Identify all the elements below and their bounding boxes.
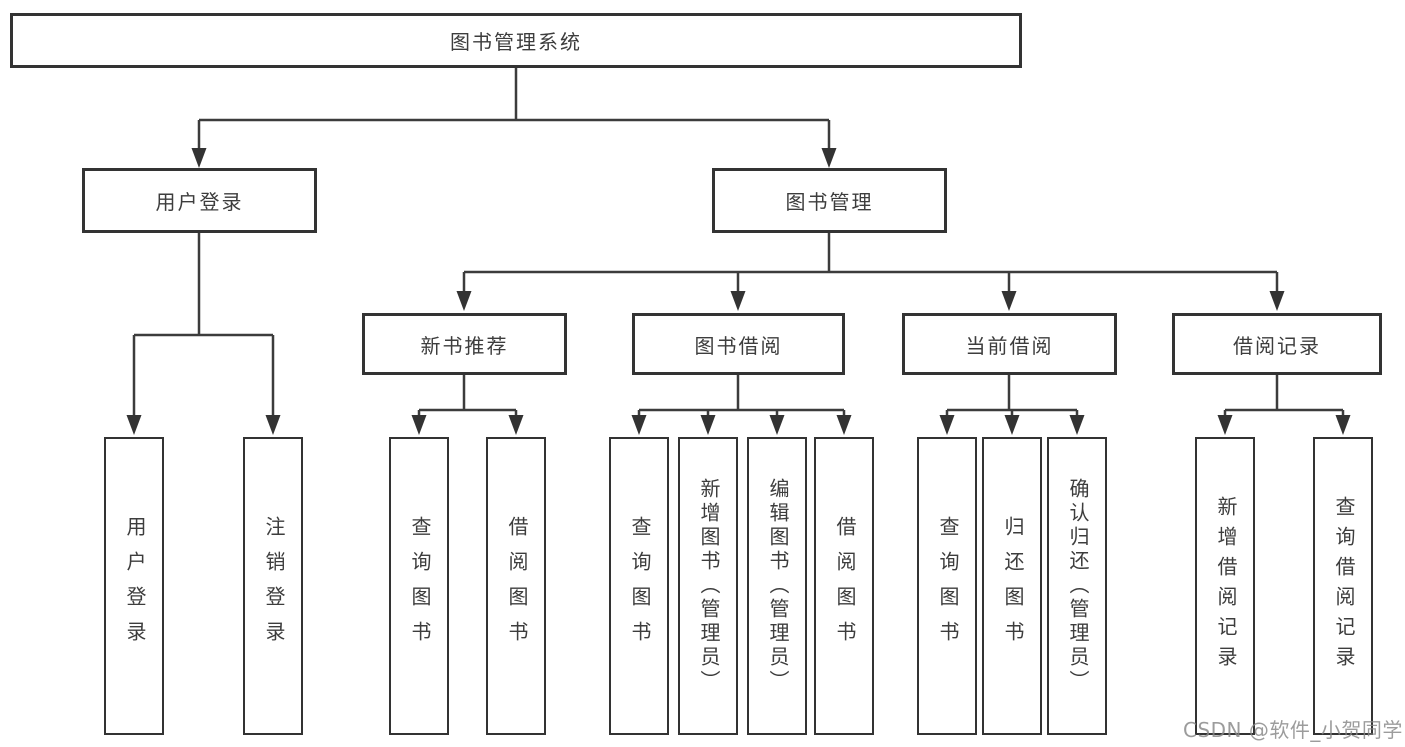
node-user-login: 用户登录 <box>82 168 317 233</box>
leaf-records-query-borrow-record: 查询借阅记录 <box>1313 437 1373 735</box>
node-library-management-system: 图书管理系统 <box>10 13 1022 68</box>
node-book-borrowing: 图书借阅 <box>632 313 845 375</box>
leaf-borrowing-query-books: 查询图书 <box>609 437 669 735</box>
leaf-records-add-borrow-record: 新增借阅记录 <box>1195 437 1255 735</box>
leaf-current-query-books: 查询图书 <box>917 437 977 735</box>
node-borrowing-records: 借阅记录 <box>1172 313 1382 375</box>
leaf-recommend-query-books: 查询图书 <box>389 437 449 735</box>
leaf-borrowing-add-books-admin: 新增图书（管理员） <box>678 437 738 735</box>
node-current-borrowing: 当前借阅 <box>902 313 1117 375</box>
leaf-logout-login: 注销登录 <box>243 437 303 735</box>
leaf-current-confirm-return-admin: 确认归还（管理员） <box>1047 437 1107 735</box>
node-new-book-recommend: 新书推荐 <box>362 313 567 375</box>
leaf-recommend-borrow-books: 借阅图书 <box>486 437 546 735</box>
leaf-borrowing-borrow-books: 借阅图书 <box>814 437 874 735</box>
node-book-management: 图书管理 <box>712 168 947 233</box>
leaf-borrowing-edit-books-admin: 编辑图书（管理员） <box>747 437 807 735</box>
leaf-current-return-books: 归还图书 <box>982 437 1042 735</box>
leaf-user-login: 用户登录 <box>104 437 164 735</box>
csdn-watermark: CSDN @软件_小贺同学 <box>1183 718 1403 742</box>
